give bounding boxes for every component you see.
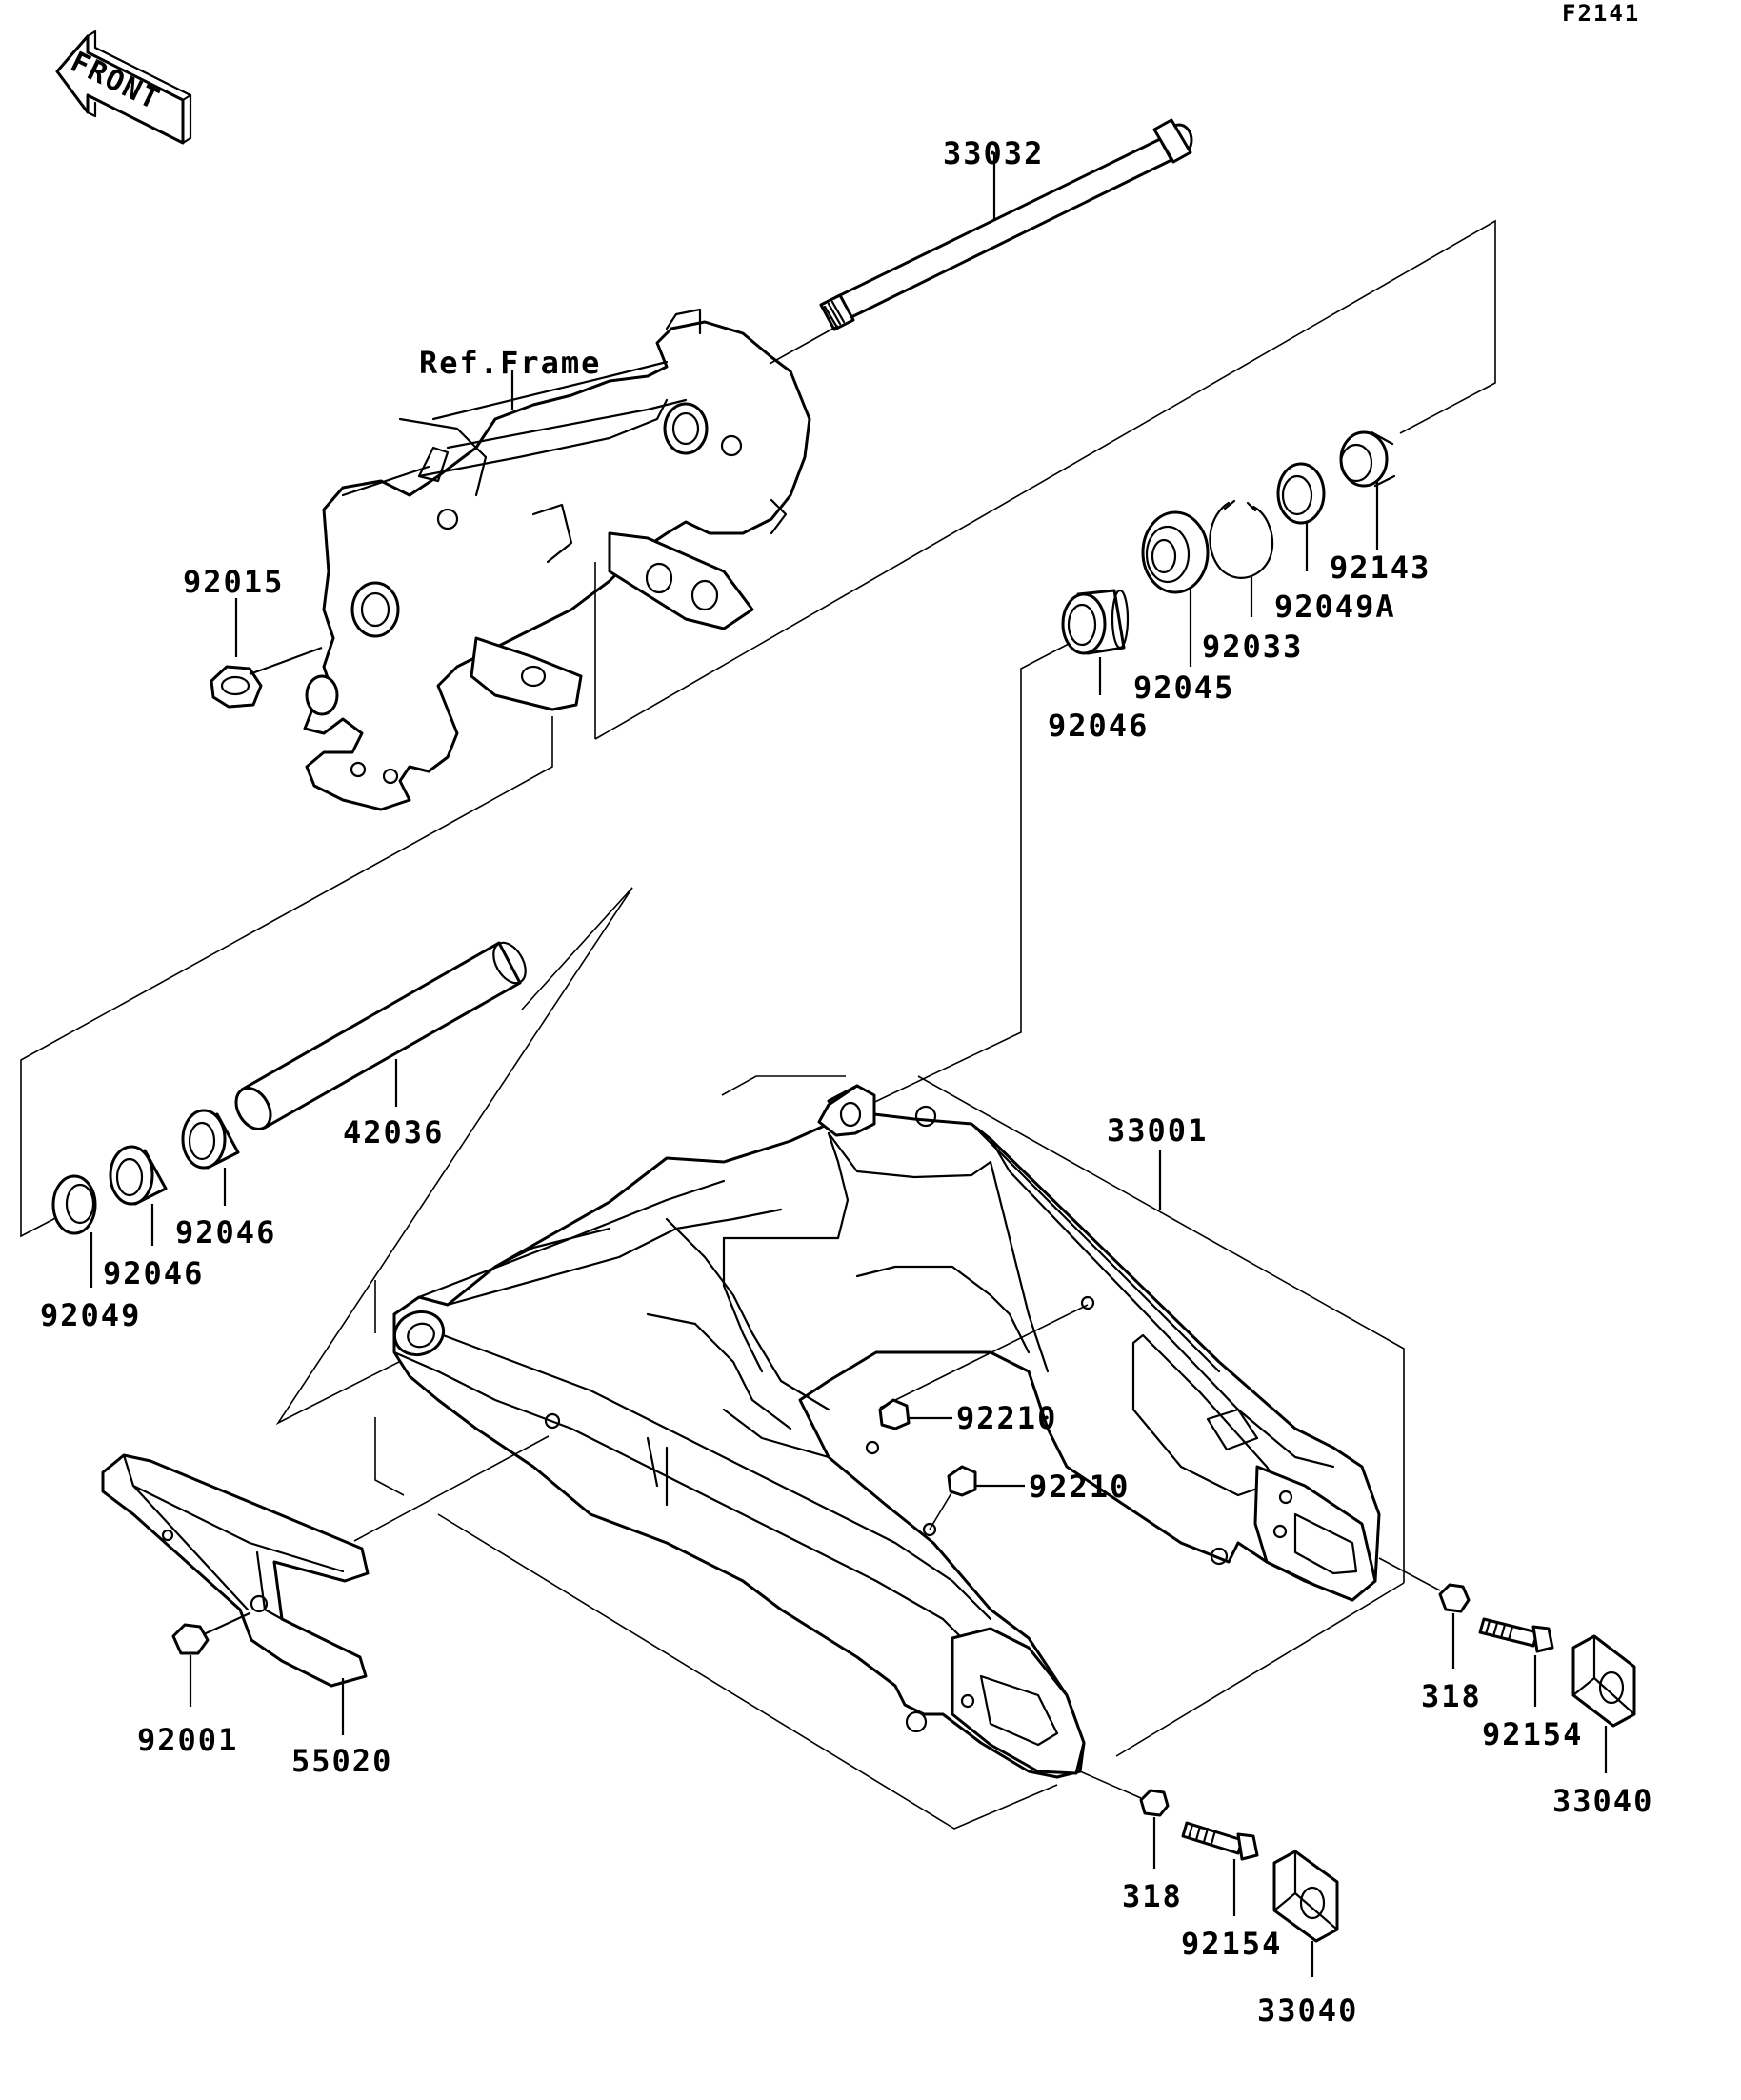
chain-guard-55020 bbox=[101, 1453, 370, 1688]
nut-318-right bbox=[1438, 1583, 1471, 1613]
part-label-92210-b: 92210 bbox=[1029, 1469, 1130, 1505]
needle-bearing-92046-a bbox=[181, 1109, 240, 1170]
part-label-318-right: 318 bbox=[1421, 1678, 1482, 1714]
oil-seal-92049 bbox=[51, 1174, 97, 1235]
cap-92210-a bbox=[878, 1398, 911, 1430]
chain-adjuster-block-33040-right bbox=[1571, 1634, 1636, 1728]
part-label-92045: 92045 bbox=[1133, 670, 1234, 706]
part-label-318-bottom: 318 bbox=[1122, 1878, 1183, 1914]
needle-bearing-92046-b bbox=[109, 1145, 168, 1206]
part-label-92001: 92001 bbox=[137, 1722, 238, 1758]
part-label-92015: 92015 bbox=[183, 564, 284, 600]
seal-92143 bbox=[1339, 430, 1396, 488]
part-label-42036: 42036 bbox=[343, 1114, 444, 1150]
part-label-33001: 33001 bbox=[1107, 1112, 1208, 1149]
part-label-92154-right: 92154 bbox=[1482, 1716, 1583, 1752]
cap-92210-b bbox=[947, 1465, 977, 1497]
ref-frame-label: Ref.Frame bbox=[419, 345, 601, 381]
part-label-92143: 92143 bbox=[1330, 550, 1431, 586]
part-label-92049: 92049 bbox=[40, 1297, 141, 1333]
nut-318-bottom bbox=[1139, 1789, 1170, 1817]
part-label-92049A: 92049A bbox=[1274, 589, 1396, 625]
part-label-92046-b: 92046 bbox=[103, 1255, 204, 1291]
ball-bearing-92045 bbox=[1141, 510, 1210, 594]
part-label-33032: 33032 bbox=[943, 135, 1044, 171]
part-label-92033: 92033 bbox=[1202, 629, 1303, 665]
nut-92015 bbox=[210, 665, 263, 709]
pivot-shaft bbox=[819, 118, 1193, 331]
needle-bearing-92046-top bbox=[1061, 589, 1130, 655]
chain-adjuster-block-33040-bottom bbox=[1272, 1850, 1339, 1943]
circlip-92033 bbox=[1209, 499, 1274, 579]
frame-reference bbox=[303, 308, 811, 811]
part-label-92154-bottom: 92154 bbox=[1181, 1926, 1282, 1962]
bolt-92001 bbox=[171, 1611, 251, 1655]
swingarm-33001 bbox=[392, 1084, 1381, 1779]
part-label-33040-right: 33040 bbox=[1552, 1783, 1653, 1819]
diagram-code: F2141 bbox=[1562, 0, 1640, 27]
bolt-92154-bottom bbox=[1181, 1821, 1259, 1861]
collar-42036 bbox=[234, 941, 527, 1130]
part-label-55020: 55020 bbox=[291, 1743, 392, 1779]
oil-seal-92049A bbox=[1276, 462, 1326, 525]
part-label-92046-top: 92046 bbox=[1048, 708, 1149, 744]
front-arrow-icon: FRONT bbox=[55, 30, 192, 145]
part-label-92046-a: 92046 bbox=[175, 1214, 276, 1250]
part-label-92210-a: 92210 bbox=[956, 1400, 1057, 1436]
bolt-92154-right bbox=[1478, 1617, 1554, 1653]
part-label-33040-bottom: 33040 bbox=[1257, 1992, 1358, 2029]
